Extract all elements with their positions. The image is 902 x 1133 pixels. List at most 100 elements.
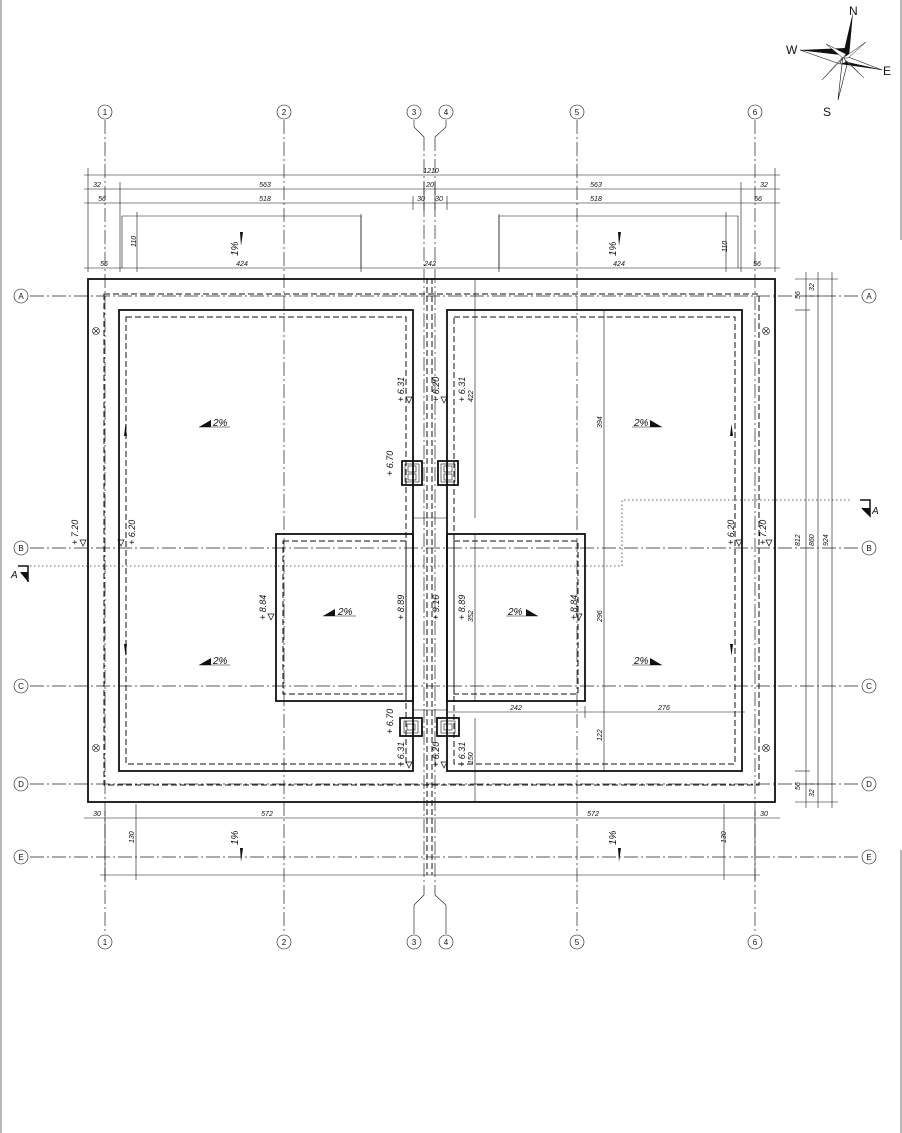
right-dimension-chains: 56 32 812 860 924 56 32 xyxy=(795,272,838,808)
bottom-dimension-chains: 30 572 572 30 130 130 1% 1% xyxy=(84,804,780,880)
grid-bubbles-right: A B C D E xyxy=(861,288,877,865)
axis-4-offset-top xyxy=(434,120,447,138)
section-label-right: A xyxy=(871,506,879,517)
compass-label-s: S xyxy=(823,105,831,119)
slope-arrow-edge-left-upper xyxy=(124,424,127,436)
grid-bubble-4-top xyxy=(438,104,454,120)
dim-bottom-572-left: 572 xyxy=(261,811,273,818)
left-skylight-block-inner xyxy=(282,540,407,695)
level-720-left: + 7.20 xyxy=(70,520,80,545)
grid-label-a-left: A xyxy=(18,292,24,301)
grid-label-e-left: E xyxy=(18,853,23,862)
right-skylight-block xyxy=(446,533,586,702)
slope-bottom-left: 1% xyxy=(230,830,241,845)
axis-4-offset-bottom xyxy=(434,894,447,934)
level-620-top-center: + 6.20 xyxy=(431,377,441,402)
grid-label-b-right: B xyxy=(866,544,871,553)
grid-label-c-right: C xyxy=(866,682,872,691)
slope-arrow-left-lower xyxy=(199,658,211,665)
grid-label-2-top: 2 xyxy=(282,108,287,117)
roof-drain-bottom-right xyxy=(436,717,460,737)
dim-top4-424-left: 424 xyxy=(236,261,248,268)
dim-right-860: 860 xyxy=(809,534,816,546)
grid-bubble-b-left xyxy=(13,540,29,556)
left-skylight-block xyxy=(275,533,414,702)
slope-arrow-right-lower xyxy=(650,658,662,665)
dim-top3-30-left: 30 xyxy=(417,196,425,203)
grid-bubble-5-top xyxy=(569,104,585,120)
dim-top3-56-left: 56 xyxy=(98,196,106,203)
grid-bubble-b-right xyxy=(861,540,877,556)
slope-arrow-top-left xyxy=(240,232,243,246)
grid-bubble-2-top xyxy=(276,104,292,120)
dim-122: 122 xyxy=(597,729,604,741)
dim-296: 296 xyxy=(597,610,604,623)
dim-394: 394 xyxy=(597,416,604,428)
dim-top4-424-right: 424 xyxy=(613,261,625,268)
level-670-bottom: + 6.70 xyxy=(385,709,395,734)
dim-bottom-572-right: 572 xyxy=(587,811,599,818)
compass-label-e: E xyxy=(883,64,891,78)
grid-bubble-5-bottom xyxy=(569,934,585,950)
dim-242-inner: 242 xyxy=(509,705,522,712)
level-631-top-right: + 6.31 xyxy=(457,377,467,402)
dim-bottom-30-right: 30 xyxy=(760,811,768,818)
dim-top3-518-left: 518 xyxy=(259,196,271,203)
dim-top2-563-right: 563 xyxy=(590,182,602,189)
top-left-parapet-outline xyxy=(121,215,362,268)
level-620-right: + 6.20 xyxy=(726,520,736,545)
dim-top2-32-left: 32 xyxy=(93,182,101,189)
slope-top-right: 1% xyxy=(608,241,619,256)
dim-top3-30-right: 30 xyxy=(435,196,443,203)
grid-bubble-c-right xyxy=(861,678,877,694)
top-dimension-chains: 1210 32 563 20 563 32 56 518 30 30 518 5… xyxy=(84,168,780,272)
slope-bottom-right: 1% xyxy=(608,830,619,845)
dim-422: 422 xyxy=(468,390,475,402)
dim-top3-518-right: 518 xyxy=(590,196,602,203)
slope-left-lower: 2% xyxy=(212,656,228,667)
level-720-right: + 7.20 xyxy=(758,520,768,545)
slope-skylight-left: 2% xyxy=(337,607,353,618)
grid-bubble-1-top xyxy=(97,104,113,120)
grid-label-2-bottom: 2 xyxy=(282,938,287,947)
level-620-bottom-center: + 6.20 xyxy=(431,742,441,767)
compass-se-point xyxy=(844,59,865,79)
dim-top4-56-left: 56 xyxy=(100,261,108,268)
slope-left-upper: 2% xyxy=(212,418,228,429)
dim-110-left: 110 xyxy=(131,236,138,247)
grid-bubble-2-bottom xyxy=(276,934,292,950)
section-line-a: A A xyxy=(10,499,879,582)
grid-bubbles-bottom: 1 2 3 4 5 6 xyxy=(97,934,763,950)
dim-right-56-bottom: 56 xyxy=(795,782,802,790)
grid-bubble-d-left xyxy=(13,776,29,792)
grid-bubble-1-bottom xyxy=(97,934,113,950)
grid-label-d-right: D xyxy=(866,780,872,789)
level-631-bottom-left: + 6.31 xyxy=(396,742,406,767)
roof-drain-top-left xyxy=(401,460,423,486)
level-mark-720-left xyxy=(79,539,87,547)
grid-label-5-bottom: 5 xyxy=(575,938,580,947)
slope-arrow-left-upper xyxy=(199,420,211,427)
compass-label-w: W xyxy=(786,43,798,57)
grid-bubble-e-left xyxy=(13,849,29,865)
slope-right-lower: 2% xyxy=(633,656,649,667)
roof-parapet-inner-dashed xyxy=(103,293,760,786)
axis-3-offset-top xyxy=(413,120,425,138)
grid-label-e-right: E xyxy=(866,853,871,862)
slope-arrow-skylight-right xyxy=(526,609,538,616)
left-roof-area-inner xyxy=(125,316,407,765)
level-916-center: + 9.16 xyxy=(431,595,441,620)
grid-label-3-top: 3 xyxy=(412,108,417,117)
grid-bubble-a-left xyxy=(13,288,29,304)
level-620-left: + 6.20 xyxy=(127,520,137,545)
vent-top-left-icon xyxy=(92,327,100,335)
slope-arrow-edge-right-lower xyxy=(730,644,733,656)
level-mark-631-br xyxy=(440,761,448,769)
grid-label-3-bottom: 3 xyxy=(412,938,417,947)
section-label-left: A xyxy=(10,570,18,581)
grid-label-c-left: C xyxy=(18,682,24,691)
grid-label-b-left: B xyxy=(18,544,23,553)
level-mark-631-tl xyxy=(405,396,413,404)
grid-bubble-3-bottom xyxy=(406,934,422,950)
dim-1210: 1210 xyxy=(423,168,439,175)
